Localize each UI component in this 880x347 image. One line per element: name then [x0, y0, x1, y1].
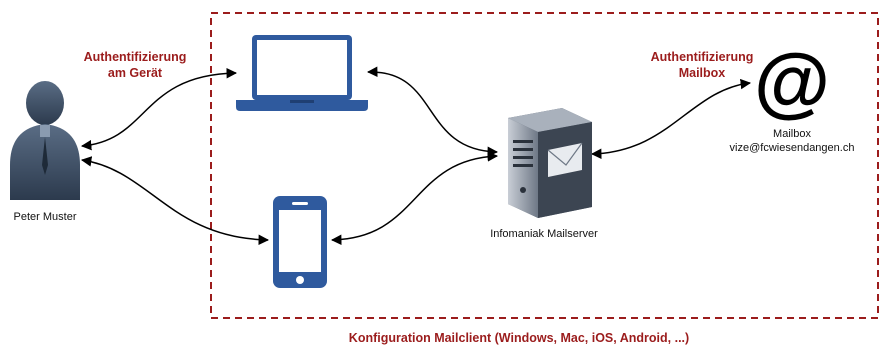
arrow-phone-server: [330, 151, 499, 246]
mail-server-icon: [508, 108, 592, 218]
person-label: Peter Muster: [14, 211, 77, 223]
arrow-laptop-server: [366, 66, 499, 157]
server-label: Infomaniak Mailserver: [490, 228, 598, 240]
config-caption: Konfiguration Mailclient (Windows, Mac, …: [349, 331, 689, 345]
arrow-server-mailbox: [590, 78, 752, 159]
auth-device-label-line1: Authentifizierung: [84, 50, 187, 64]
person-icon: [10, 81, 80, 200]
auth-device-label-line2: am Gerät: [108, 66, 163, 80]
auth-mailbox-label-line1: Authentifizierung: [651, 50, 754, 64]
laptop-icon: [236, 35, 368, 111]
connectors: [80, 66, 752, 246]
mailbox-address: vize@fcwiesendangen.ch: [730, 142, 855, 154]
mailbox-label-line1: Mailbox: [773, 128, 811, 140]
auth-mailbox-label-line2: Mailbox: [679, 66, 726, 80]
arrow-person-phone: [80, 156, 270, 246]
arrow-person-laptop: [80, 67, 238, 151]
at-sign-icon: @: [754, 37, 830, 125]
smartphone-icon: [273, 196, 327, 288]
